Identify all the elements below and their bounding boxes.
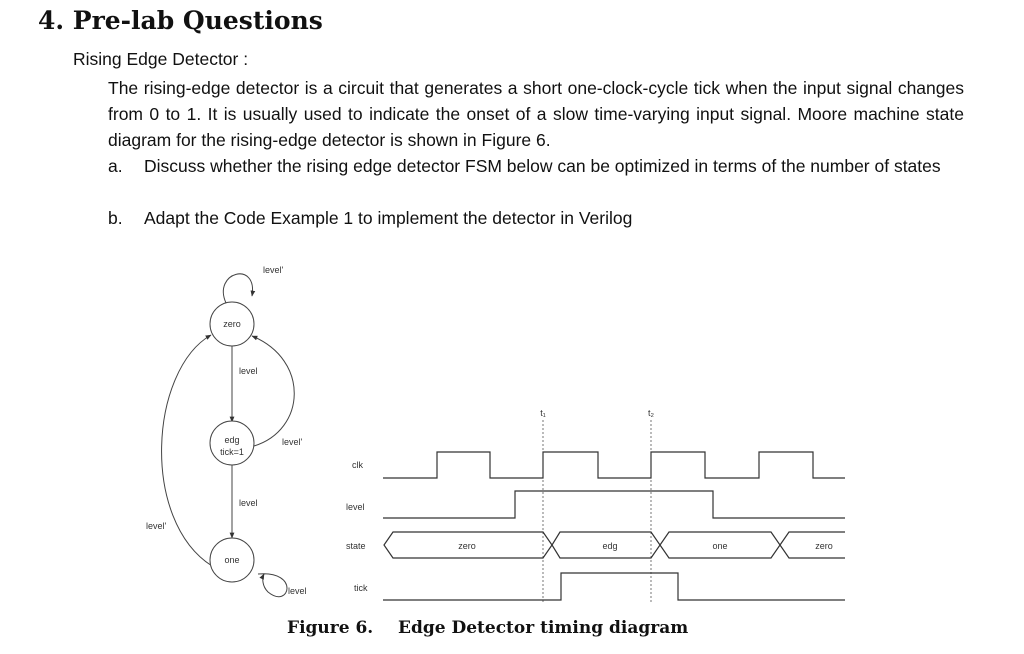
description-paragraph: The rising-edge detector is a circuit th… xyxy=(108,78,964,150)
label-one-to-zero: level' xyxy=(146,521,167,531)
marker-t1: t₁ xyxy=(540,408,546,418)
state-zero-name: zero xyxy=(223,319,241,329)
marker-t2: t₂ xyxy=(648,408,655,418)
state-one-name: one xyxy=(224,555,239,565)
question-text: Adapt the Code Example 1 to implement th… xyxy=(144,208,633,228)
clk-waveform xyxy=(383,451,845,479)
state-segment-edg xyxy=(551,531,661,559)
question-marker: a. xyxy=(108,156,123,176)
label-one-self: level xyxy=(288,586,307,596)
signal-label-clk: clk xyxy=(352,460,363,470)
tick-waveform xyxy=(383,572,845,601)
label-edg-to-zero: level' xyxy=(282,437,303,447)
state-zero-circle xyxy=(209,301,255,347)
label-edg-to-one: level xyxy=(239,498,258,508)
state-diagram xyxy=(161,273,295,598)
timing-diagram: clk level state tick t₁ t₂ zero edg one … xyxy=(346,408,845,604)
transition-one-to-zero xyxy=(161,334,213,567)
state-value-4: zero xyxy=(815,541,833,551)
signal-label-level: level xyxy=(346,502,365,512)
state-segment-one xyxy=(659,531,781,559)
state-edg-circle xyxy=(209,420,255,466)
signal-label-tick: tick xyxy=(354,583,368,593)
transition-zero-self xyxy=(223,273,256,304)
state-edg-name: edg xyxy=(224,435,239,445)
transition-edg-to-zero xyxy=(251,335,295,447)
label-zero-to-edg: level xyxy=(239,366,258,376)
transition-one-self xyxy=(257,573,288,598)
signal-label-state: state xyxy=(346,541,366,551)
state-diagram-labels: zero edg tick=1 one level' level level' … xyxy=(146,265,307,596)
state-segment-zero xyxy=(383,531,553,559)
section-heading: 4. Pre-lab Questions xyxy=(38,6,323,35)
question-text: Discuss whether the rising edge detector… xyxy=(144,156,941,176)
question-marker: b. xyxy=(108,208,123,228)
state-value-3: one xyxy=(712,541,727,551)
state-segment-zero-end xyxy=(779,531,845,559)
level-waveform xyxy=(383,490,845,519)
state-value-2: edg xyxy=(602,541,617,551)
state-value-1: zero xyxy=(458,541,476,551)
state-one-circle xyxy=(209,537,255,583)
figure-caption-title: Edge Detector timing diagram xyxy=(398,618,689,638)
label-zero-self: level' xyxy=(263,265,284,275)
state-edg-output: tick=1 xyxy=(220,447,244,457)
figure-caption-label: Figure 6. xyxy=(287,618,374,638)
subheading: Rising Edge Detector : xyxy=(73,49,249,69)
